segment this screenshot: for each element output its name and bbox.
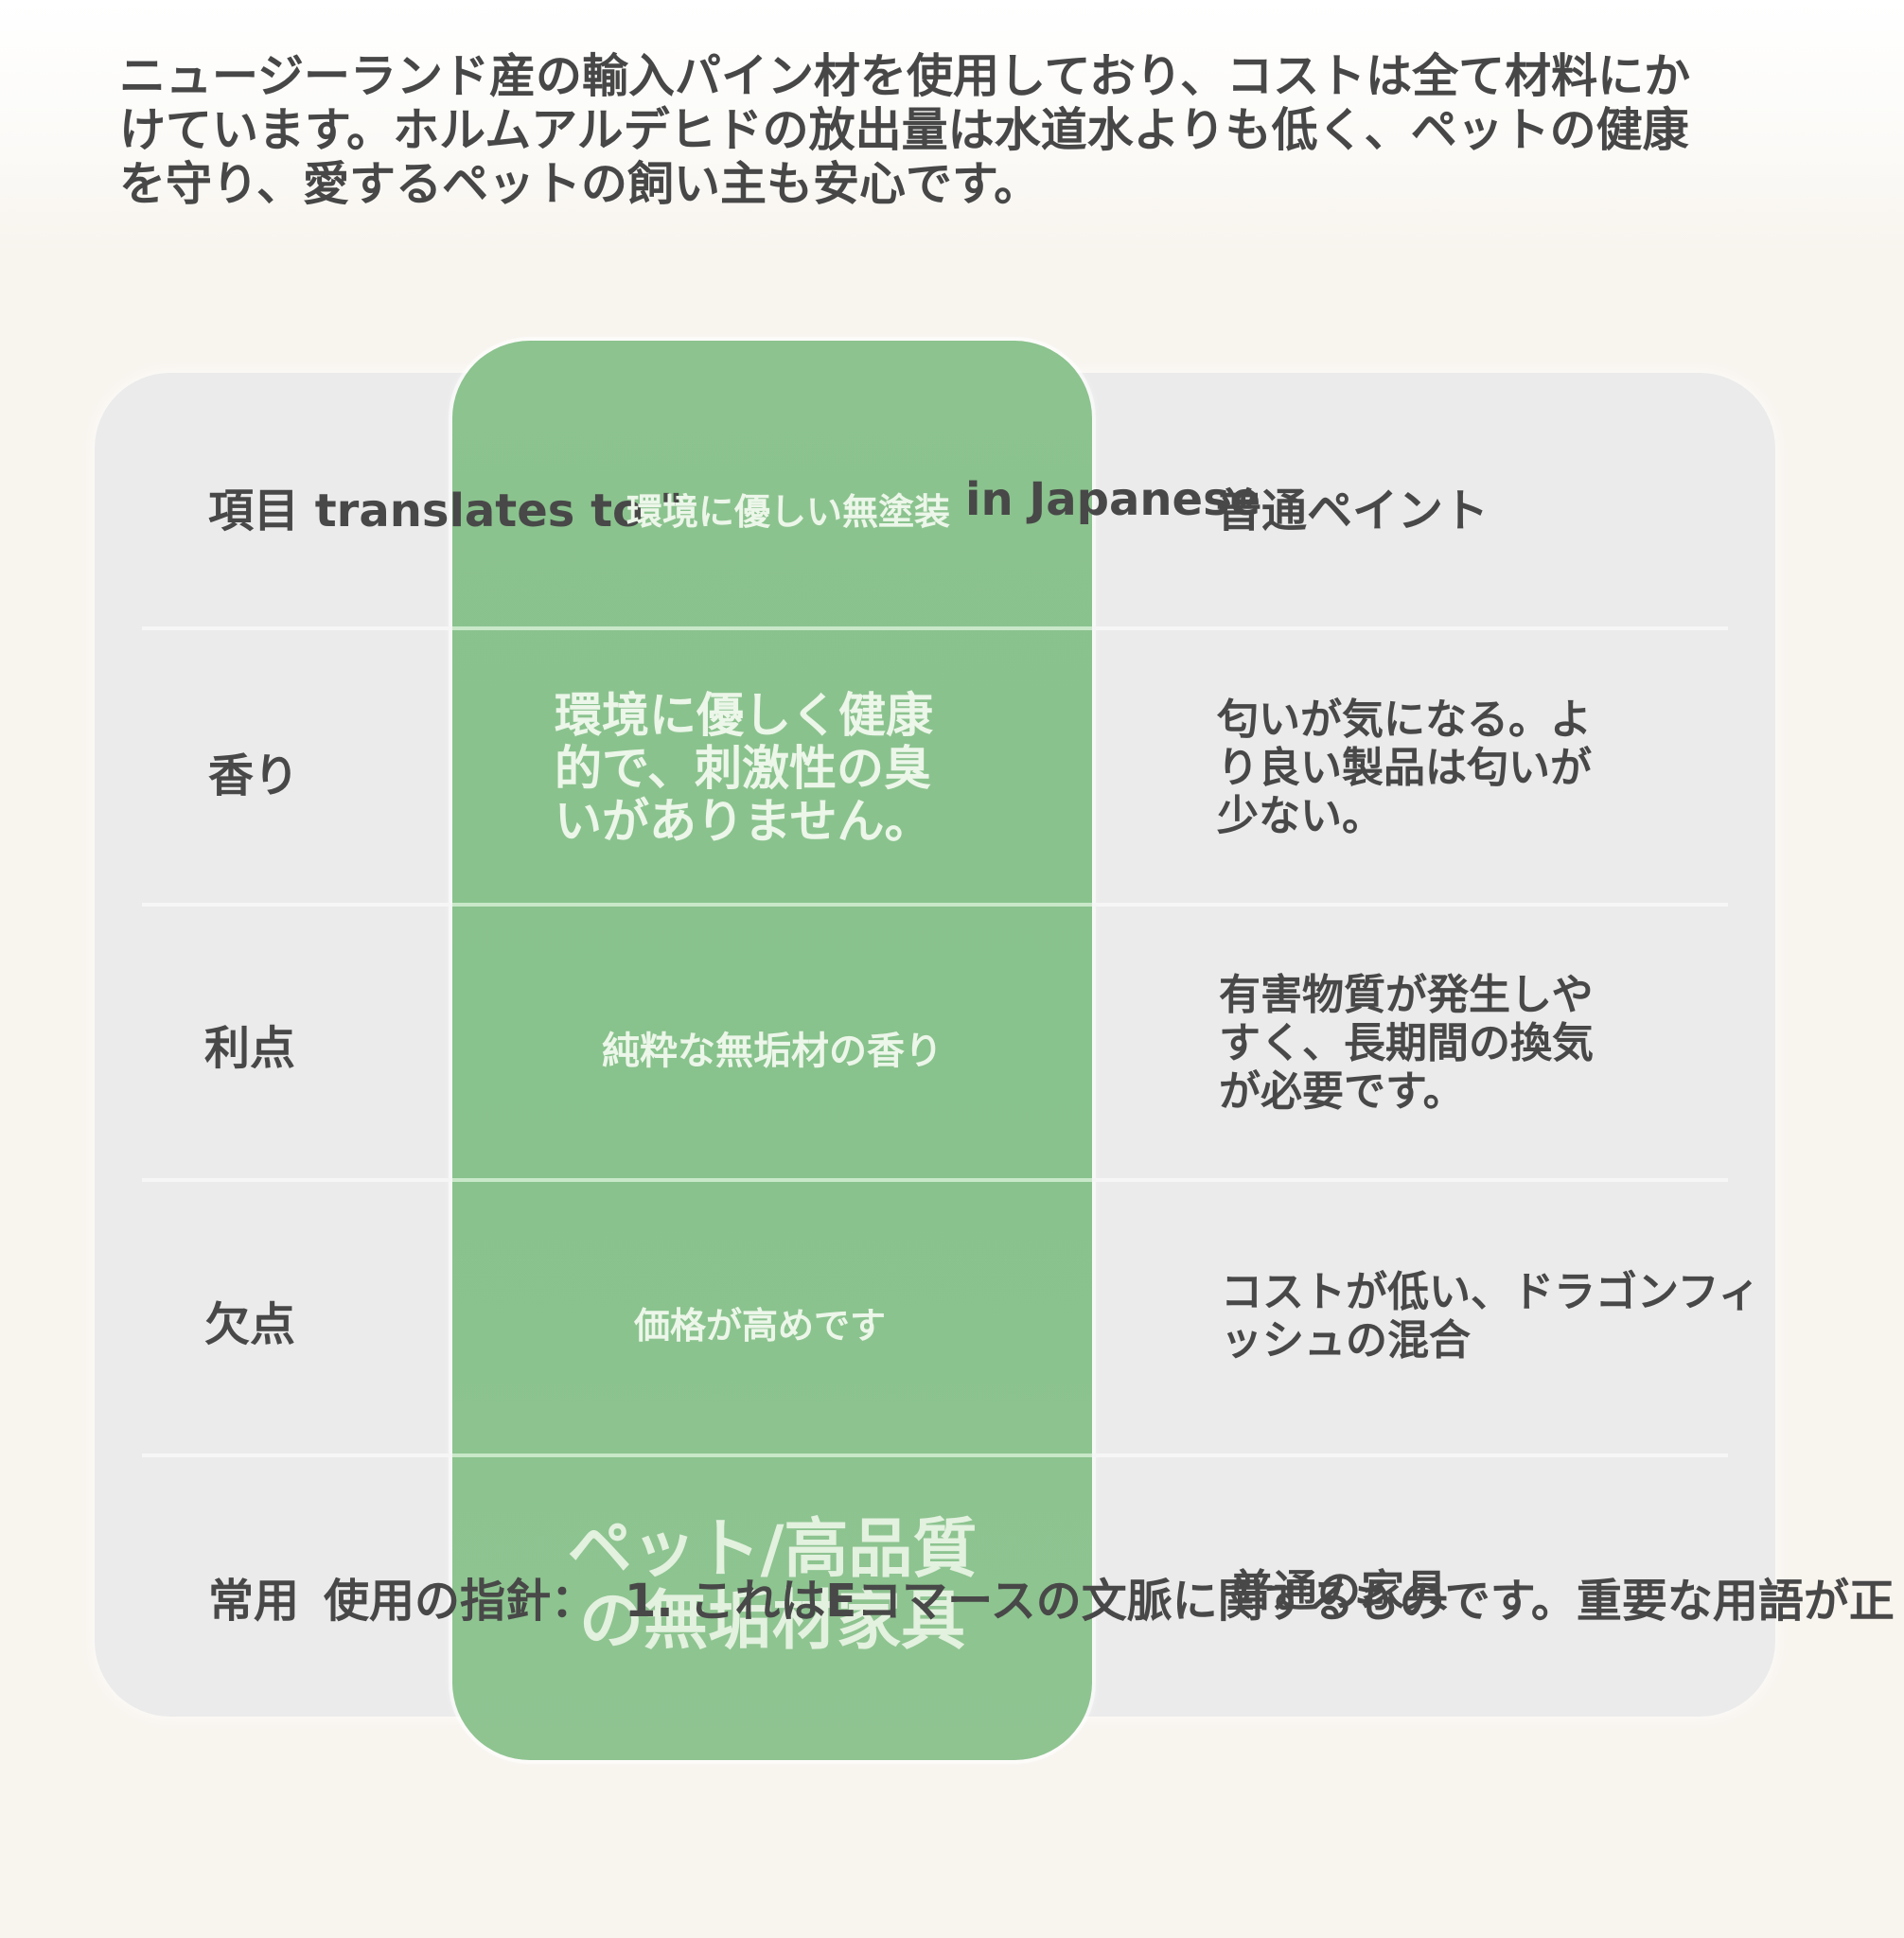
row-label-tail: 使用の指針： [324, 1575, 597, 1628]
highlight-column [452, 341, 1092, 1760]
row-label: 利点 [204, 1022, 296, 1075]
row-divider-highlight [452, 903, 1092, 907]
row-other-value: 有害物質が発生しや すく、長期間の換気 が必要です。 [1219, 971, 1594, 1116]
top-fade-background [0, 0, 1904, 255]
row-label: 香り [208, 749, 300, 802]
header-highlight-label: 環境に優しい無塗装 [626, 491, 951, 533]
header-item-label: 項目 translates to " [208, 484, 683, 537]
intro-paragraph: ニュージーランド産の輸入パイン材を使用しており、コストは全て材料にか けています… [119, 49, 1691, 211]
row-other-value: 匂いが気になる。よ り良い製品は匂いが 少ない。 [1217, 696, 1592, 840]
row-divider-highlight [452, 1454, 1092, 1457]
header-item-label-tail: in Japanese [965, 473, 1261, 526]
row-highlight-value: ペット/高品質 の無垢材家具 [567, 1512, 978, 1659]
row-highlight-value: 純粋な無垢材の香り [602, 1030, 943, 1073]
row-highlight-value: 環境に優しく健康 的で、刺激性の臭 いがありません。 [555, 688, 933, 849]
row-other-value: コストが低い、ドラゴンフィ ッシュの混合 [1221, 1268, 1760, 1365]
header-other-label: 普通ペイント [1216, 484, 1490, 537]
row-other-value: 普通の家具 [1230, 1565, 1448, 1616]
row-divider-highlight [452, 1178, 1092, 1182]
row-highlight-value: 価格が高めです [633, 1305, 886, 1347]
overflow-note: 1. これはEコマースの文脈に関するものです。重要な用語が正 [625, 1575, 1895, 1628]
row-label: 欠点 [204, 1298, 296, 1351]
row-label: 常用 [208, 1575, 300, 1628]
row-divider-highlight [452, 626, 1092, 630]
